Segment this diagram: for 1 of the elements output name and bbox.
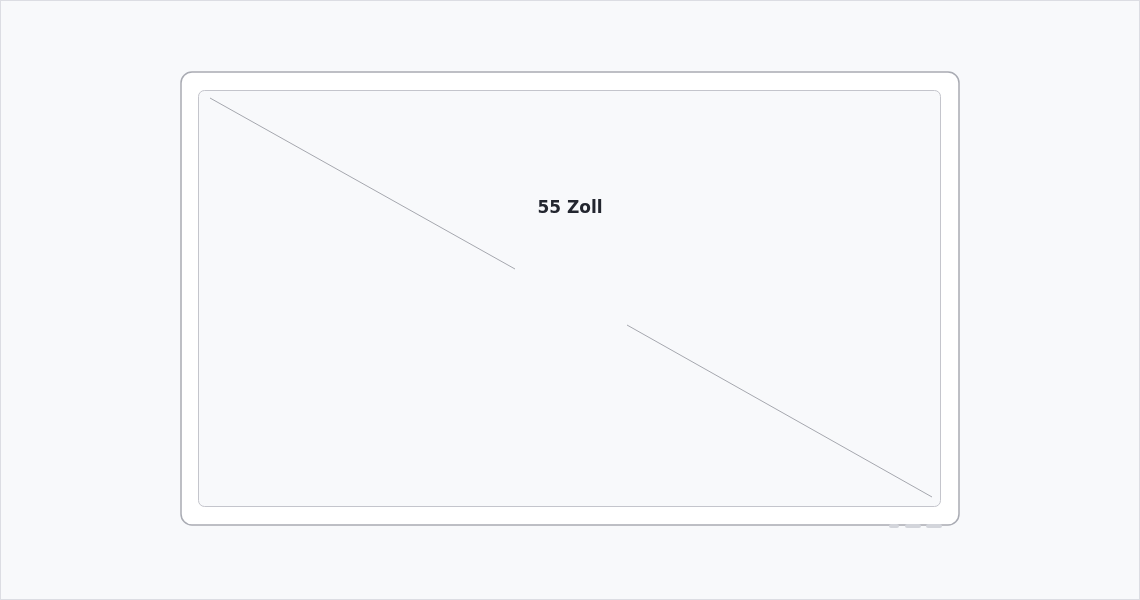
dimension-label: 55 Zoll (537, 197, 603, 217)
